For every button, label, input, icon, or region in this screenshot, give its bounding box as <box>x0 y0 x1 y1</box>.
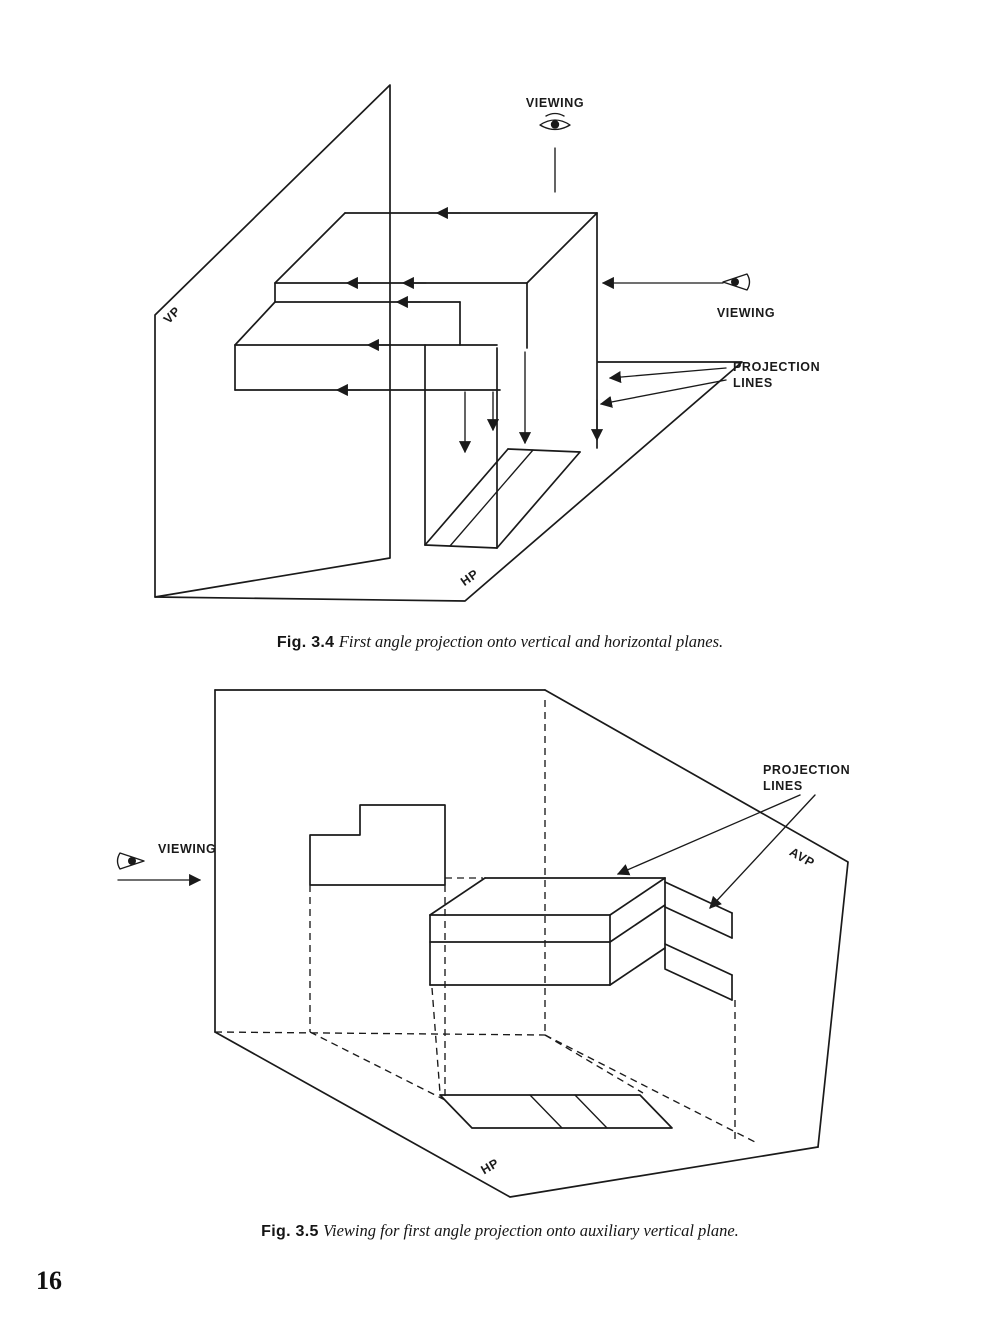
dashed-projection-lines <box>214 700 758 1144</box>
viewing-label: VIEWING <box>158 842 216 856</box>
viewing-eye-left <box>116 852 145 870</box>
fig-3-5-diagram: VIEWING AVP HP PROJECTION LINES <box>116 689 850 1198</box>
projection-arrows-to-vp <box>335 206 461 397</box>
horizontal-plane <box>154 361 743 602</box>
fig-3-4-diagram: VIEWING VIEWING VP HP PROJECTION LINES <box>154 84 820 602</box>
vp-plane-label: VP <box>161 304 184 327</box>
fig-3-5-caption-number: Fig. 3.5 <box>261 1223 319 1240</box>
hp-plane-label: HP <box>458 567 481 589</box>
fig-3-5-caption: Fig. 3.5 Viewing for first angle project… <box>0 1221 1000 1241</box>
vertical-plane <box>154 84 391 598</box>
hp-plane-label: HP <box>478 1156 501 1177</box>
viewing-eye-top <box>539 112 571 193</box>
projection-lines-label-line1: PROJECTION <box>733 360 820 374</box>
projection-arrows-to-hp <box>458 351 604 454</box>
fig-3-4-caption-text: First angle projection onto vertical and… <box>338 632 724 651</box>
top-view-outline <box>439 1094 673 1129</box>
page-number: 16 <box>36 1266 62 1295</box>
fig-3-4-caption-number: Fig. 3.4 <box>276 634 335 651</box>
stepped-object <box>429 877 666 986</box>
eye-icon <box>539 119 571 131</box>
viewing-top-label: VIEWING <box>526 96 584 110</box>
projection-lines-label-line1: PROJECTION <box>763 763 850 777</box>
projection-lines-callout: PROJECTION LINES <box>599 360 820 408</box>
eye-icon <box>116 852 145 870</box>
stepped-object <box>234 212 598 549</box>
avp-plane-label: AVP <box>787 845 817 870</box>
eye-pupil <box>550 120 560 129</box>
projection-lines-label-line2: LINES <box>733 376 773 390</box>
viewing-eye-right <box>722 273 751 291</box>
projection-lines-callout: PROJECTION LINES <box>616 763 850 909</box>
viewing-right-label: VIEWING <box>717 306 775 320</box>
eye-pupil <box>128 857 136 865</box>
horizontal-plane <box>214 1031 819 1198</box>
front-view-outline <box>309 804 446 886</box>
eye-icon <box>722 273 751 291</box>
auxiliary-vertical-plane <box>544 689 849 1148</box>
fig-3-4-caption: Fig. 3.4 First angle projection onto ver… <box>0 632 1000 652</box>
fig-3-5-caption-text: Viewing for first angle projection onto … <box>323 1221 739 1240</box>
projection-lines-label-line2: LINES <box>763 779 803 793</box>
eye-pupil <box>731 278 739 286</box>
projection-beams-to-avp <box>664 881 733 1001</box>
planes-outline <box>214 689 849 1198</box>
